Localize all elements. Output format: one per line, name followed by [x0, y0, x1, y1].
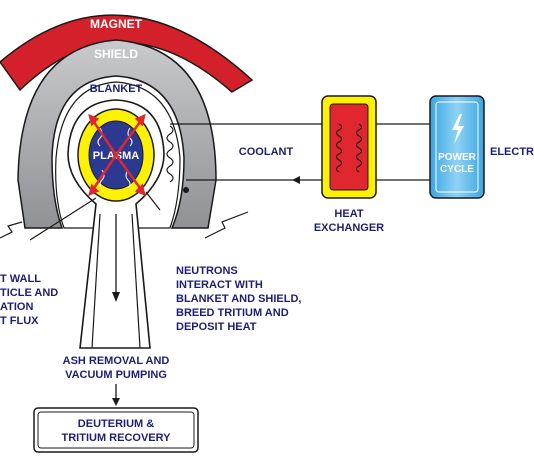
neutrons-label-3: BLANKET AND SHIELD, — [176, 293, 301, 305]
shield-ring — [17, 39, 217, 229]
recovery-box-inner — [37, 411, 195, 449]
first-wall-label-2: TICLE AND — [0, 287, 58, 299]
magnet-label: MAGNET — [90, 17, 143, 31]
blanket-coolant-coil — [166, 125, 174, 183]
shield-break-left — [0, 221, 23, 239]
ash-removal-label-2: VACUUM PUMPING — [65, 369, 167, 381]
shield-label: SHIELD — [94, 47, 138, 61]
shield-break-right — [204, 211, 249, 239]
heat-exchanger-label-2: EXCHANGER — [314, 222, 384, 234]
coolant-label: COOLANT — [239, 146, 294, 158]
exchanger-coil-right — [355, 123, 363, 173]
power-cycle-inner — [435, 101, 479, 193]
ash-arrow-head — [112, 292, 120, 302]
duct-inner-right — [131, 213, 141, 349]
power-cycle-label-2: CYCLE — [440, 164, 474, 175]
neutrons-label-5: DEPOSIT HEAT — [176, 321, 257, 333]
neutrons-label-4: BREED TRITIUM AND — [176, 307, 289, 319]
blanket-label: BLANKET — [90, 83, 143, 95]
electricity-label: ELECTR — [490, 146, 534, 158]
recovery-arrow-head — [112, 398, 120, 406]
heat-exchanger-label-1: HEAT — [334, 208, 363, 220]
coolant-valve — [183, 187, 189, 193]
exchanger-coil-left — [335, 123, 343, 173]
power-cycle-box — [429, 95, 485, 199]
ash-removal-label-1: ASH REMOVAL AND — [63, 355, 170, 367]
heat-exchanger-inner — [329, 103, 369, 191]
neutrons-label-1: NEUTRONS — [176, 265, 238, 277]
coolant-arrow — [292, 176, 300, 184]
first-wall-label-1: T WALL — [0, 273, 41, 285]
duct-inner-left — [91, 213, 101, 349]
lightning-bolt-icon — [452, 114, 464, 144]
plasma-squiggle-2 — [127, 127, 133, 147]
recovery-label-1: DEUTERIUM & — [78, 418, 154, 430]
first-wall-pointer — [29, 197, 97, 241]
neutron-pointer — [145, 191, 161, 211]
first-wall-label-3: ATION — [0, 301, 33, 313]
first-wall-label-4: T FLUX — [0, 315, 39, 327]
neutrons-label-2: INTERACT WITH — [176, 279, 263, 291]
plasma-squiggle-4 — [125, 169, 131, 189]
power-cycle-label-1: POWER — [438, 152, 477, 163]
recovery-label-2: TRITIUM RECOVERY — [62, 432, 172, 444]
neutron-arrows — [88, 113, 146, 197]
